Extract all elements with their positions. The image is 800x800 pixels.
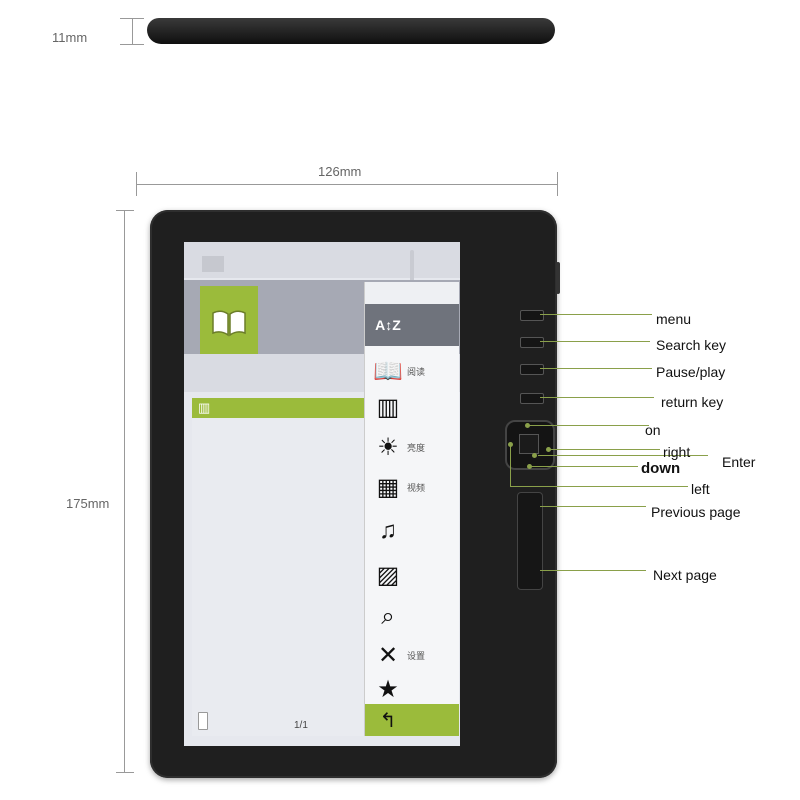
previous-page-button[interactable] — [520, 496, 538, 536]
bookshelf-icon: ▥ — [198, 400, 211, 415]
pause-play-label: Pause/play — [656, 364, 726, 380]
pause-play-button[interactable] — [520, 364, 544, 375]
screen-header — [184, 242, 460, 278]
music-note-icon: ♫ — [379, 517, 397, 544]
next-page-label: Next page — [653, 567, 717, 583]
menu-item-return[interactable]: ↰ — [365, 704, 459, 736]
header-faded-icon — [202, 256, 224, 272]
height-label: 175mm — [66, 496, 110, 511]
top-edge-button[interactable] — [556, 262, 560, 294]
sort-az-icon: A↕Z — [375, 317, 401, 333]
book-icon: ▥ — [376, 393, 400, 421]
brightness-sun-icon: ☀ — [377, 433, 399, 461]
menu-button[interactable] — [520, 310, 544, 321]
page-indicator: 1/1 — [294, 720, 308, 731]
left-callout-line — [510, 486, 688, 487]
battery-icon — [198, 712, 208, 730]
left-dot — [508, 442, 513, 447]
thickness-dim-line — [132, 18, 133, 44]
right-callout-line — [548, 449, 660, 450]
book-tile[interactable] — [200, 286, 258, 360]
device-screen: ▾ ▥ 1/1 A↕Z 📖 阅读 ▥ ☀ 亮度 — [184, 242, 460, 746]
menu-item-search[interactable]: ⌕ — [365, 596, 459, 638]
scroll-indicator[interactable] — [410, 250, 414, 294]
right-label: right — [663, 444, 691, 460]
height-dim-line — [124, 210, 125, 772]
menu-item-music[interactable]: ♫ — [365, 510, 459, 552]
return-arrow-icon: ↰ — [379, 709, 397, 732]
menu-item-book[interactable]: ▥ — [365, 386, 459, 428]
film-icon: ▦ — [376, 473, 400, 501]
content-area — [192, 418, 364, 736]
folder-search-icon: ⌕ — [381, 603, 395, 630]
menu-item-sort[interactable]: A↕Z — [365, 304, 459, 346]
device-side-profile — [147, 18, 555, 44]
menu-item-read[interactable]: 📖 阅读 — [365, 350, 459, 392]
menu-item-settings[interactable]: ✕ 设置 — [365, 634, 459, 676]
down-callout-line — [528, 466, 638, 467]
tools-icon: ✕ — [377, 641, 399, 669]
thickness-label: 11mm — [52, 30, 88, 45]
search-key-label: Search key — [656, 337, 727, 353]
enter-callout-line — [538, 455, 708, 456]
pause-callout-line — [540, 368, 652, 369]
on-dot — [525, 423, 530, 428]
down-label: down — [641, 460, 681, 477]
selected-row[interactable] — [192, 398, 370, 418]
menu-header — [365, 282, 459, 304]
open-book-icon — [212, 310, 246, 337]
star-icon: ★ — [377, 675, 399, 703]
enter-dot — [532, 453, 537, 458]
next-page-button[interactable] — [520, 544, 538, 584]
enter-button[interactable] — [519, 434, 539, 454]
search-button[interactable] — [520, 337, 544, 348]
width-dim-line — [136, 184, 557, 185]
left-label: left — [691, 481, 710, 497]
return-key-label: return key — [661, 394, 724, 410]
menu-item-brightness[interactable]: ☀ 亮度 — [365, 426, 459, 468]
menu-item-favorites[interactable]: ★ — [365, 668, 459, 710]
right-dot — [546, 447, 551, 452]
popup-menu: A↕Z 📖 阅读 ▥ ☀ 亮度 ▦ 视频 ♫ ▨ ⌕ — [364, 282, 459, 736]
menu-key-label: menu — [656, 311, 692, 327]
previous-page-label: Previous page — [651, 504, 741, 520]
menu-item-photo[interactable]: ▨ — [365, 554, 459, 596]
return-button[interactable] — [520, 393, 544, 404]
search-callout-line — [540, 341, 650, 342]
down-dot — [527, 464, 532, 469]
enter-label: Enter — [722, 454, 756, 470]
page-rocker[interactable] — [517, 492, 543, 590]
next-callout-line — [540, 570, 646, 571]
menu-item-video[interactable]: ▦ 视频 — [365, 466, 459, 508]
open-book-icon: 📖 — [373, 357, 403, 385]
photo-icon: ▨ — [376, 561, 400, 589]
width-label: 126mm — [318, 164, 362, 179]
previous-callout-line — [540, 506, 646, 507]
on-label: on — [645, 422, 661, 438]
return-callout-line — [540, 397, 654, 398]
left-callout-vertical — [510, 444, 511, 486]
on-callout-line — [527, 425, 649, 426]
menu-callout-line — [540, 314, 652, 315]
